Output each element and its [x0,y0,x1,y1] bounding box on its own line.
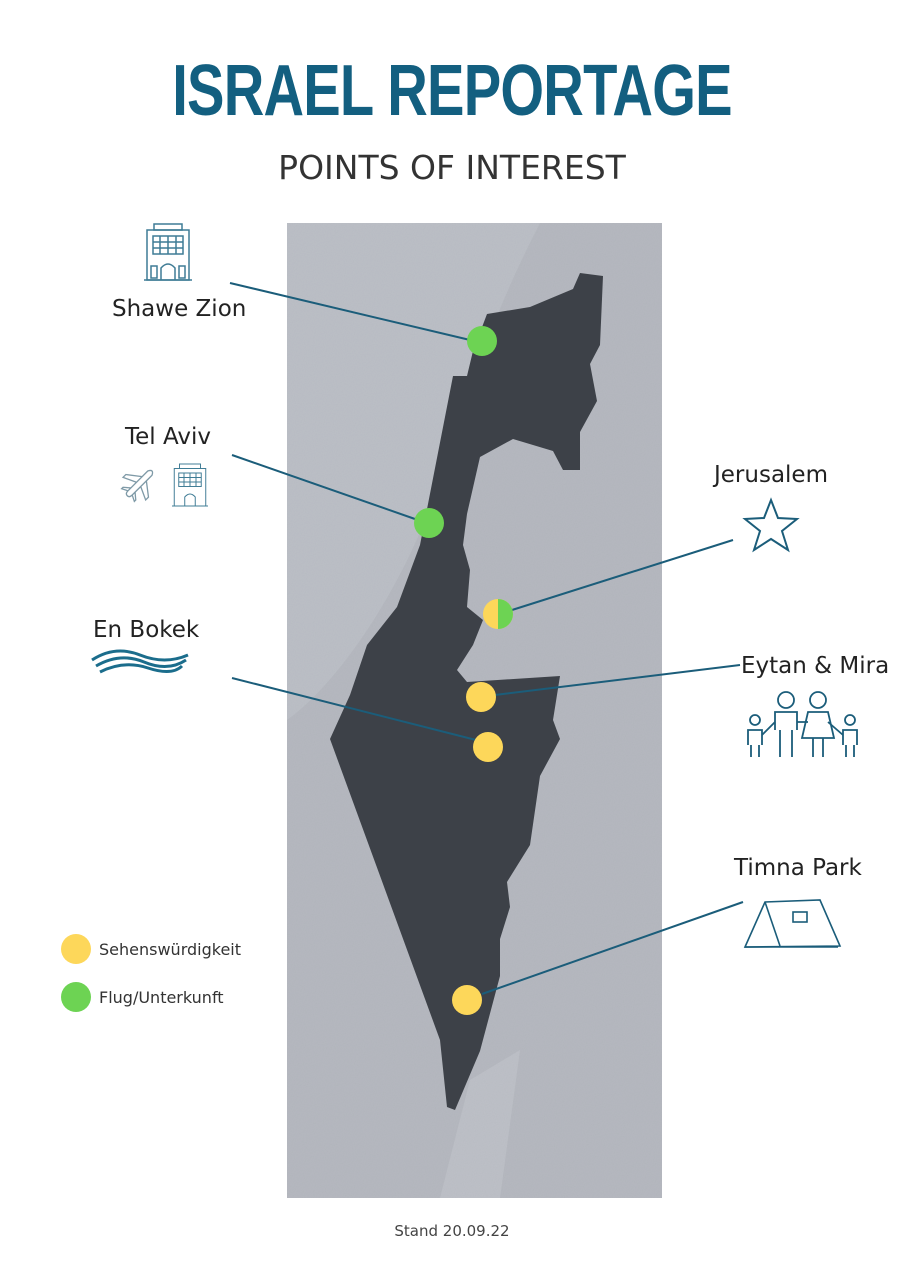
connector-timna-park [481,901,744,995]
marker-tel-aviv[interactable] [414,508,444,538]
connector-shawe-zion [229,282,471,341]
tent-icon [743,899,842,948]
marker-jerusalem[interactable] [483,599,513,629]
connector-tel-aviv [231,454,416,520]
marker-en-bokek[interactable] [473,732,503,762]
waves-icon [91,649,189,674]
legend-label-sight: Sehenswürdigkeit [99,940,241,959]
page-title: ISRAEL REPORTAGE [172,51,732,131]
footer-date: Stand 20.09.22 [394,1222,510,1240]
marker-eytan-mira[interactable] [466,682,496,712]
connector-en-bokek [231,677,477,741]
label-tel-aviv: Tel Aviv [125,424,211,450]
page-subtitle: POINTS OF INTEREST [278,148,626,187]
israel-landmass [330,273,603,1110]
hotel-icon [172,463,208,507]
legend-swatch-stay [61,982,91,1012]
marker-timna-park[interactable] [452,985,482,1015]
connector-eytan-mira [494,664,741,696]
legend-label-stay: Flug/Unterkunft [99,988,224,1007]
marker-shawe-zion[interactable] [467,326,497,356]
label-eytan-mira: Eytan & Mira [741,653,890,679]
label-jerusalem: Jerusalem [714,462,828,488]
airplane-icon [120,469,154,503]
star-icon [742,497,800,553]
label-shawe-zion: Shawe Zion [112,296,247,322]
connector-jerusalem [511,539,734,611]
legend-swatch-sight [61,934,91,964]
label-timna-park: Timna Park [734,855,862,881]
label-en-bokek: En Bokek [93,617,200,643]
hotel-icon [144,223,192,281]
family-icon [747,691,858,757]
